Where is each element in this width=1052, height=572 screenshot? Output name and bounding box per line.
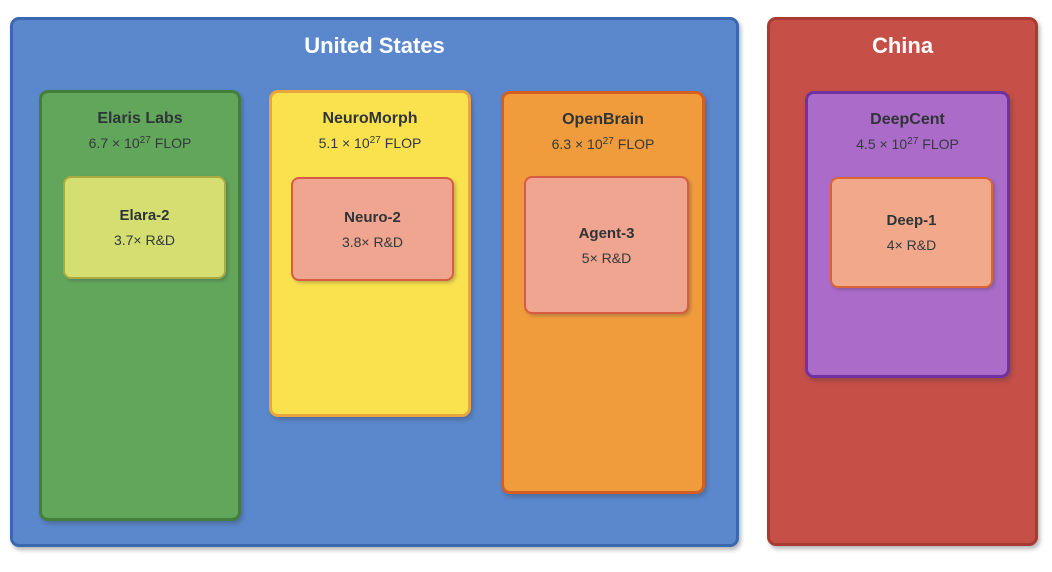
flop-base: 5.1 × 10: [318, 135, 370, 151]
model-box-deep-1: Deep-1 4× R&D: [830, 177, 993, 288]
model-box-elara-2: Elara-2 3.7× R&D: [63, 176, 226, 279]
model-name-deep-1: Deep-1: [886, 212, 937, 229]
model-rnd-deep-1: 4× R&D: [886, 237, 937, 253]
flop-base: 4.5 × 10: [856, 136, 908, 152]
flop-exponent: 27: [369, 134, 381, 146]
country-title-china: China: [871, 33, 934, 58]
flop-base: 6.7 × 10: [88, 135, 140, 151]
lab-name-deepcent: DeepCent: [870, 111, 945, 128]
flop-unit: FLOP: [154, 135, 192, 151]
model-rnd-elara-2: 3.7× R&D: [113, 232, 176, 248]
flop-unit: FLOP: [384, 135, 422, 151]
model-name-elara-2: Elara-2: [119, 207, 170, 224]
lab-name-neuromorph: NeuroMorph: [322, 110, 418, 127]
model-box-neuro-2: Neuro-2 3.8× R&D: [291, 177, 454, 281]
country-title-united-states: United States: [304, 33, 445, 58]
flop-unit: FLOP: [922, 136, 959, 152]
flop-unit: FLOP: [617, 136, 655, 152]
model-name-neuro-2: Neuro-2: [344, 208, 401, 226]
lab-name-openbrain: OpenBrain: [562, 111, 644, 128]
flop-base: 6.3 × 10: [551, 136, 603, 152]
model-name-agent-3: Agent-3: [578, 224, 635, 242]
flop-exponent: 27: [907, 135, 919, 147]
model-box-agent-3: Agent-3 5× R&D: [524, 176, 689, 314]
model-rnd-neuro-2: 3.8× R&D: [341, 233, 404, 250]
lab-name-elaris-labs: Elaris Labs: [97, 110, 183, 127]
model-rnd-agent-3: 5× R&D: [581, 249, 632, 266]
flop-exponent: 27: [602, 135, 614, 147]
flop-exponent: 27: [139, 134, 151, 146]
